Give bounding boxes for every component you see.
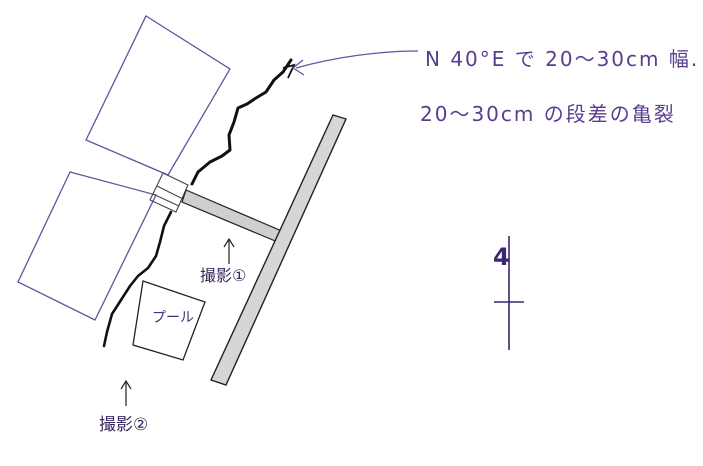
crack-upper — [192, 60, 291, 184]
wall-segment-long — [211, 115, 346, 385]
connector-hatch — [157, 186, 183, 199]
crack-annotation-line-1: N 40°E で 20〜30cm 幅. — [425, 43, 699, 72]
wall-segment-short — [182, 190, 284, 243]
photo-point-1-label: 撮影① — [200, 262, 246, 286]
north-arrow-label: 4 — [493, 243, 512, 271]
crack-annotation-line-2: 20〜30cm の段差の亀裂 — [420, 98, 676, 127]
building-lower — [18, 172, 156, 320]
connector-hatch — [153, 194, 179, 206]
pool-label: プール — [152, 307, 194, 327]
photo-point-2-label: 撮影② — [99, 410, 148, 435]
leader-arrow — [296, 51, 418, 68]
building-upper — [86, 16, 230, 175]
